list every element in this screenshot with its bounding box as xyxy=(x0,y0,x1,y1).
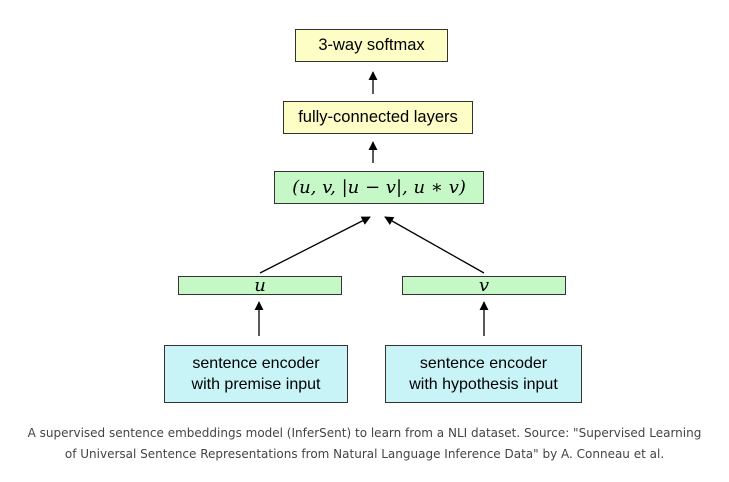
arrow-u-to-concat xyxy=(259,216,371,274)
concat-features-label: (u, v, |u − v|, u ∗ v) xyxy=(292,177,466,198)
v-embedding-label: v xyxy=(478,275,490,296)
v-embedding-node: v xyxy=(402,275,566,296)
caption-line1: A supervised sentence embeddings model (… xyxy=(27,426,702,440)
softmax-node: 3-way softmax xyxy=(295,29,448,62)
arrow-v-to-concat xyxy=(384,216,485,274)
concat-features-node: (u, v, |u − v|, u ∗ v) xyxy=(274,171,484,204)
fully-connected-node: fully-connected layers xyxy=(283,101,473,134)
premise-encoder-line1: sentence encoder xyxy=(192,355,320,372)
premise-encoder-line2: with premise input xyxy=(191,376,321,393)
softmax-label: 3-way softmax xyxy=(318,36,425,54)
fully-connected-label: fully-connected layers xyxy=(298,108,458,126)
hypothesis-encoder-line1: sentence encoder xyxy=(419,355,548,372)
premise-encoder-node: sentence encoder with premise input xyxy=(164,345,348,403)
hypothesis-encoder-line2: with hypothesis input xyxy=(409,376,558,393)
figure-caption: A supervised sentence embeddings model (… xyxy=(10,423,719,465)
caption-line2: of Universal Sentence Representations fr… xyxy=(64,447,665,461)
u-embedding-node: u xyxy=(178,275,342,296)
u-embedding-label: u xyxy=(254,275,266,296)
hypothesis-encoder-node: sentence encoder with hypothesis input xyxy=(385,345,582,403)
